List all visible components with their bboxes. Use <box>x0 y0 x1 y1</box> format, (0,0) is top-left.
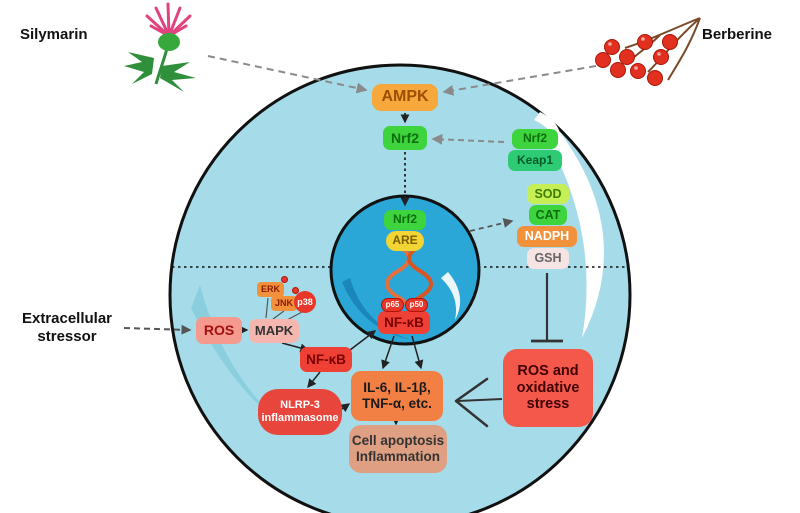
p65-subunit: p65 <box>381 298 404 312</box>
extracellular-stressor-label: Extracellular stressor <box>21 310 113 345</box>
er-swoosh-icon <box>548 132 604 338</box>
nuclear-nrf2-node: Nrf2 <box>384 210 426 230</box>
arrow-nlrp3-to-cytokines <box>340 403 351 413</box>
berberine-berries-icon <box>595 17 701 86</box>
cytokines-node: IL-6, IL-1β, TNF-α, etc. <box>351 371 443 421</box>
erk-node: ERK <box>257 282 284 297</box>
er-swoosh-small-icon <box>534 112 561 152</box>
nfkb-cytoplasm-node: NF-κB <box>300 347 352 372</box>
keap1-node: Keap1 <box>508 150 562 171</box>
arrow-nuclear-nfkb-to-cytokines-2 <box>411 335 424 370</box>
berberine-label: Berberine <box>702 26 773 43</box>
ros-oxidative-stress-node: ROS and oxidative stress <box>503 349 593 427</box>
inhibition-gsh-to-ros-stress <box>531 273 563 343</box>
nrf2-keap1-complex-nrf2: Nrf2 <box>512 129 558 149</box>
arrow-nfkb-to-nucleus <box>349 330 377 351</box>
cat-node: CAT <box>529 205 567 225</box>
arrow-keap1-to-nrf2 <box>431 133 505 145</box>
silymarin-label: Silymarin <box>20 26 88 43</box>
nrf2-node: Nrf2 <box>383 126 427 150</box>
open-arrow-rosstress-to-cytokines <box>454 377 503 428</box>
p38-node: p38 <box>294 291 316 313</box>
cell-apoptosis-inflammation-node: Cell apoptosis Inflammation <box>349 425 447 473</box>
arrow-berberine-to-ampk <box>442 65 597 96</box>
nucleus-shade <box>342 278 412 340</box>
arrow-nfkb-to-nlrp3 <box>307 371 321 389</box>
sod-node: SOD <box>527 184 569 204</box>
ros-node: ROS <box>196 317 242 344</box>
phospho-dot-icon <box>292 287 299 294</box>
mapk-node: MAPK <box>249 319 299 343</box>
kinase-connector-lines <box>265 297 303 321</box>
silymarin-plant-icon <box>124 2 196 92</box>
are-node: ARE <box>386 231 424 251</box>
arrow-nucleus-to-antioxidants <box>469 218 514 232</box>
nuclear-nfkb-node: NF-κB <box>378 311 430 334</box>
arrow-silymarin-to-ampk <box>207 55 368 94</box>
nlrp3-inflammasome-node: NLRP-3 inflammasome <box>258 389 342 435</box>
nucleus-highlight <box>441 272 461 320</box>
phospho-dot-icon <box>281 276 288 283</box>
cytoplasm-shade <box>191 285 292 432</box>
jnk-node: JNK <box>271 296 297 311</box>
gsh-node: GSH <box>527 248 569 269</box>
arrow-stressor-to-ros <box>123 324 192 335</box>
p50-subunit: p50 <box>405 298 428 312</box>
nadph-node: NADPH <box>517 226 577 247</box>
arrow-nuclear-nfkb-to-cytokines-1 <box>381 335 395 370</box>
ampk-node: AMPK <box>372 84 438 111</box>
